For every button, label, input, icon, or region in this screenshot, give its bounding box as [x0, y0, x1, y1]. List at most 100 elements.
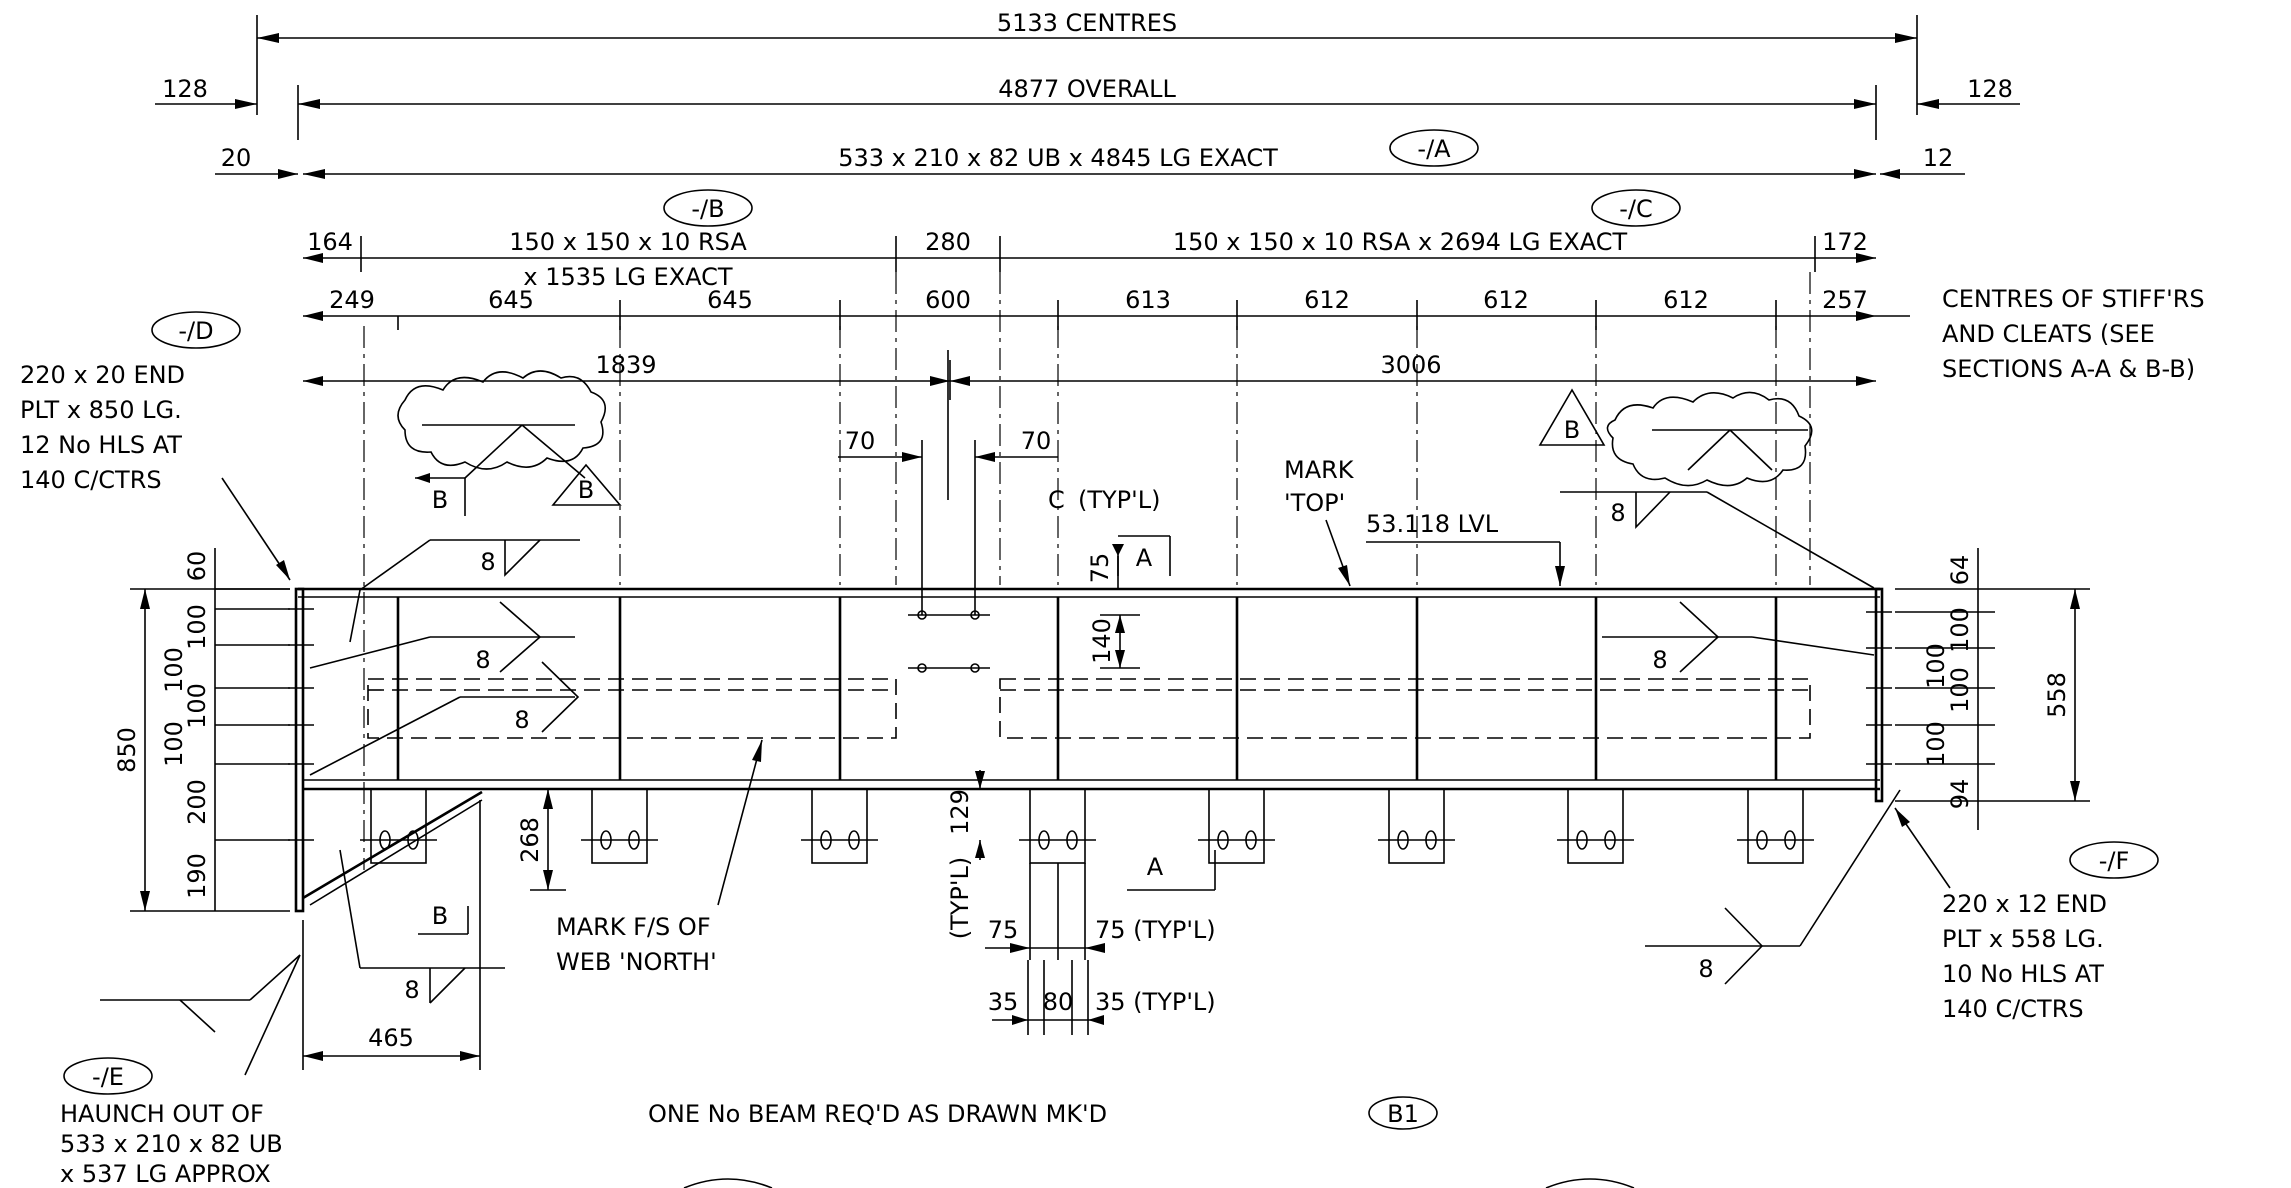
- right-height-5: 100: [1922, 721, 1950, 767]
- right-height-6: 94: [1946, 779, 1974, 810]
- overall-dimension: 4877 OVERALL 128 128: [155, 75, 2020, 140]
- section-b-left-bottom-label: B: [432, 902, 448, 930]
- haunch-length-dim: 465: [302, 800, 481, 1070]
- hole-offset-right: 70: [1021, 427, 1052, 455]
- callout-cleat-left-text: -/B: [691, 195, 724, 223]
- mark-top: MARK 'TOP' 53.118 LVL: [1284, 456, 1565, 587]
- callout-haunch: [63, 1057, 153, 1095]
- stiff-spacing-1: 249: [329, 286, 375, 314]
- cleat-bolts: [360, 830, 1814, 850]
- beam-length-text: 533 x 210 x 82 UB x 4845 LG EXACT: [838, 144, 1278, 172]
- centre-lines: [363, 272, 1811, 870]
- beam-elevation: [288, 587, 1892, 913]
- end-plate-right-line-4: 140 C/CTRS: [1942, 995, 2084, 1023]
- stiff-spacing-9: 257: [1822, 286, 1868, 314]
- top-hole-dim: 75: [1086, 553, 1114, 584]
- weld-size-4: 8: [1610, 499, 1625, 527]
- hole-offset-left: 70: [845, 427, 876, 455]
- callout-cleat-left: [663, 189, 753, 227]
- end-plate-right-line-3: 10 No HLS AT: [1942, 960, 2104, 988]
- bottom-cleats: [360, 788, 1814, 864]
- stiff-spacing-6: 612: [1304, 286, 1350, 314]
- bottom-gap-dim: 129 (TYP'L): [946, 770, 985, 939]
- bottom-partial-callouts: [683, 1178, 1635, 1188]
- bottom-gap-note: (TYP'L): [946, 857, 974, 940]
- plate-hole-dims: 35 80 35 (TYP'L): [988, 960, 1216, 1035]
- end-plate-left-note: -/D 220 x 20 END PLT x 850 LG. 12 No HLS…: [20, 311, 291, 581]
- stiff-spacing-5: 613: [1125, 286, 1171, 314]
- hole-offset-dims: 70 70: [838, 350, 1058, 615]
- section-b-left-bottom: B: [418, 902, 469, 935]
- weld-size-5: 8: [1652, 646, 1667, 674]
- half-dimensions: 1839 3006: [303, 351, 1876, 400]
- stiffener-spacing-chain: 249 645 645 600 613 612 612 612 257: [303, 286, 1910, 321]
- right-height-1: 64: [1946, 555, 1974, 586]
- level-text: 53.118 LVL: [1366, 510, 1499, 538]
- callout-end-plate-left-text: -/D: [178, 317, 213, 345]
- stiffeners-note-line-2: AND CLEATS (SEE: [1942, 320, 2155, 348]
- half-left-dim: 1839: [595, 351, 656, 379]
- section-b-right: B: [1538, 388, 1606, 446]
- section-a-top: A: [1112, 535, 1171, 576]
- callout-cleat-right-text: -/C: [1619, 195, 1653, 223]
- centres-dim-text: 5133 CENTRES: [997, 9, 1177, 37]
- stiff-spacing-8: 612: [1663, 286, 1709, 314]
- quantity-note: ONE No BEAM REQ'D AS DRAWN MK'D B1: [648, 1096, 1438, 1130]
- haunch: [302, 790, 483, 906]
- hole-pitch-dim: 140 75: [1086, 553, 1140, 669]
- plate-holes-3: 35 (TYP'L): [1095, 988, 1216, 1016]
- haunch-line-1: HAUNCH OUT OF: [60, 1100, 264, 1128]
- overall-dim-text: 4877 OVERALL: [998, 75, 1176, 103]
- section-b-right-tri-label: B: [1564, 416, 1580, 444]
- haunch-line-3: x 537 LG APPROX: [60, 1160, 271, 1188]
- cleat-dimension: 164 150 x 150 x 10 RSA x 1535 LG EXACT 2…: [303, 189, 1876, 291]
- offset-left-beam: 20: [221, 144, 252, 172]
- plate-dim-right: 75 (TYP'L): [1095, 916, 1216, 944]
- callout-beam-text: -/A: [1417, 135, 1451, 163]
- stiffeners-note-line-3: SECTIONS A-A & B-B): [1942, 355, 2195, 383]
- stiff-spacing-2: 645: [488, 286, 534, 314]
- revision-cloud-left: [397, 370, 607, 479]
- left-height-2: 100: [183, 604, 211, 650]
- stiff-spacing-3: 645: [707, 286, 753, 314]
- weld-size-6: 8: [404, 976, 419, 1004]
- end-plate-bolts-right: [1866, 611, 1892, 765]
- callout-mark-text: B1: [1387, 1100, 1419, 1128]
- stiffeners-note-line-1: CENTRES OF STIFF'RS: [1942, 285, 2205, 313]
- haunch-depth-text: 268: [516, 817, 544, 863]
- section-a-bottom-label: A: [1147, 853, 1164, 881]
- callout-end-plate-left: [151, 311, 241, 349]
- mark-top-line-1: MARK: [1284, 456, 1355, 484]
- mark-fs-note: MARK F/S OF WEB 'NORTH': [556, 739, 763, 976]
- centreline-label: C (TYP'L): [1048, 486, 1161, 514]
- end-plate-left-line-3: 12 No HLS AT: [20, 431, 182, 459]
- haunch-note: -/E HAUNCH OUT OF 533 x 210 x 82 UB x 53…: [60, 954, 301, 1188]
- hole-pitch-text: 140: [1088, 618, 1116, 664]
- callout-mark: [1368, 1096, 1438, 1130]
- plate-holes-1: 35: [988, 988, 1019, 1016]
- bottom-gap-text: 129: [946, 789, 974, 835]
- end-plate-right: [1874, 587, 1884, 803]
- weld-size-3: 8: [514, 706, 529, 734]
- stiffeners-note: CENTRES OF STIFF'RS AND CLEATS (SEE SECT…: [1942, 285, 2205, 383]
- quantity-text: ONE No BEAM REQ'D AS DRAWN MK'D: [648, 1100, 1107, 1128]
- centreline-note: (TYP'L): [1078, 486, 1161, 514]
- haunch-depth-dim: 268: [516, 789, 566, 891]
- callout-end-plate-right: [2069, 841, 2159, 879]
- end-plate-right-note: -/F 220 x 12 END PLT x 558 LG. 10 No HLS…: [1894, 807, 2159, 1023]
- weld-size-1: 8: [480, 548, 495, 576]
- mark-fs-line-1: MARK F/S OF: [556, 913, 711, 941]
- end-plate-left-line-2: PLT x 850 LG.: [20, 396, 182, 424]
- mark-fs-line-2: WEB 'NORTH': [556, 948, 717, 976]
- end-plate-right-line-1: 220 x 12 END: [1942, 890, 2107, 918]
- offset-left-top: 128: [162, 75, 208, 103]
- left-height-7: 190: [183, 853, 211, 899]
- callout-end-plate-right-text: -/F: [2099, 847, 2130, 875]
- cleat-gap: 280: [925, 228, 971, 256]
- left-height-4: 100: [183, 683, 211, 729]
- cleat-left-label-1: 150 x 150 x 10 RSA: [509, 228, 747, 256]
- callout-cleat-right: [1591, 189, 1681, 227]
- left-total-height: 850: [113, 727, 141, 773]
- stiff-spacing-7: 612: [1483, 286, 1529, 314]
